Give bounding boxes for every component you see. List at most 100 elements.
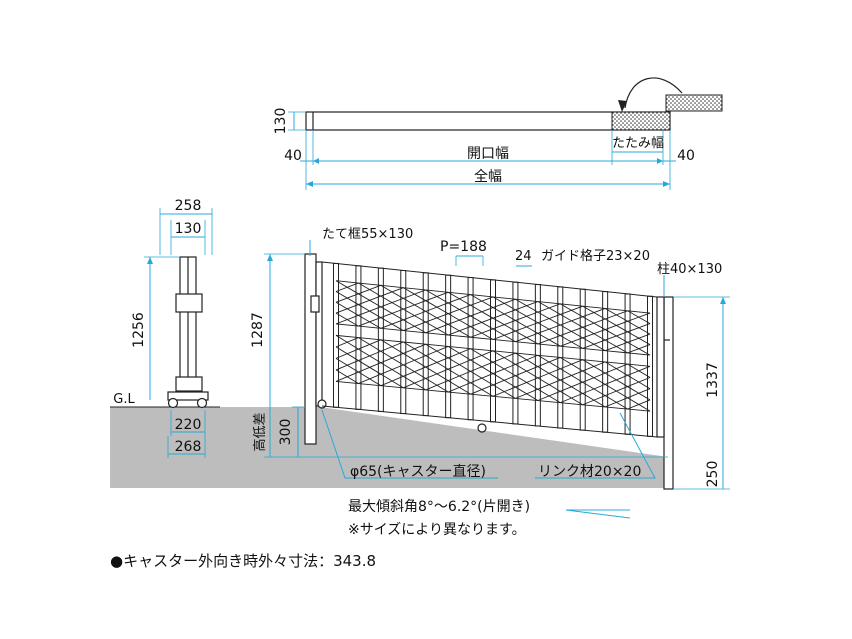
lattice-link bbox=[335, 348, 359, 359]
ground-area bbox=[110, 407, 668, 488]
lattice-link bbox=[380, 339, 404, 343]
lattice-link bbox=[537, 354, 561, 358]
lattice-link bbox=[425, 291, 449, 302]
lattice-link bbox=[492, 373, 516, 388]
front-view: 1287 300 高低差 1337 250 たて框55×130 P=188 24… bbox=[250, 227, 730, 538]
lattice-link bbox=[582, 337, 606, 352]
lattice-link bbox=[470, 336, 494, 340]
lattice-link bbox=[335, 358, 359, 373]
front-ground-offset-label: 250 bbox=[705, 461, 721, 488]
front-pitch-label: P=188 bbox=[440, 239, 487, 255]
lattice-link bbox=[403, 287, 426, 291]
lattice-link bbox=[515, 354, 539, 365]
lattice-link bbox=[358, 282, 381, 286]
lattice-link bbox=[403, 319, 426, 334]
side-gl-label: G.L bbox=[113, 392, 135, 407]
lattice-link bbox=[492, 296, 516, 300]
front-left-latch bbox=[310, 295, 320, 313]
lattice-link bbox=[604, 320, 628, 330]
lattice-link bbox=[560, 345, 583, 349]
lattice-link bbox=[358, 295, 382, 305]
lattice-link bbox=[605, 406, 628, 410]
lattice-link bbox=[537, 377, 561, 392]
lattice-link bbox=[335, 334, 359, 339]
lattice-link bbox=[492, 352, 516, 363]
lattice-link bbox=[627, 397, 651, 412]
lattice-link bbox=[403, 341, 426, 345]
lattice-link bbox=[425, 389, 449, 393]
lattice-link bbox=[582, 305, 606, 309]
lattice-link bbox=[492, 309, 516, 319]
lattice-link bbox=[492, 298, 516, 308]
side-bracket-upper bbox=[175, 293, 203, 313]
lattice-link bbox=[448, 345, 471, 350]
lattice-link bbox=[403, 330, 426, 334]
lattice-link bbox=[604, 384, 628, 399]
side-base bbox=[167, 391, 209, 401]
front-slope-angle bbox=[565, 509, 631, 519]
plan-opening-width-label: 開口幅 bbox=[467, 146, 509, 162]
lattice-link bbox=[537, 343, 561, 347]
lattice-link bbox=[447, 380, 471, 395]
lattice-link bbox=[380, 373, 404, 389]
lattice-link bbox=[515, 330, 539, 345]
front-link-leader bbox=[535, 412, 656, 479]
lattice-link bbox=[470, 307, 494, 317]
lattice-link bbox=[627, 386, 651, 401]
lattice-link bbox=[425, 378, 449, 393]
lattice-link bbox=[537, 303, 561, 313]
lattice-link bbox=[560, 402, 583, 406]
lattice-link bbox=[335, 282, 359, 292]
lattice-link bbox=[470, 294, 494, 298]
lattice-link bbox=[380, 287, 404, 297]
lattice-link bbox=[470, 296, 494, 306]
lattice-link bbox=[627, 310, 651, 314]
lattice-link bbox=[537, 368, 561, 379]
lattice-link bbox=[627, 331, 651, 345]
side-height-label: 1256 bbox=[131, 312, 147, 348]
lattice-link bbox=[604, 339, 628, 354]
lattice-link bbox=[604, 395, 628, 410]
lattice-link bbox=[447, 304, 471, 315]
lattice-link bbox=[560, 379, 583, 394]
front-guide-gap-label: 24 bbox=[515, 249, 532, 264]
front-size-note: ※サイズにより異なります。 bbox=[348, 522, 526, 538]
front-height-right-arrow bbox=[720, 297, 726, 304]
front-height-right-label: 1337 bbox=[705, 362, 721, 398]
lattice-link bbox=[537, 388, 561, 404]
lattice-link bbox=[560, 390, 583, 406]
lattice-link bbox=[627, 408, 651, 412]
lattice-link bbox=[448, 334, 471, 338]
lattice-bottom-rail bbox=[321, 405, 658, 438]
lattice-link bbox=[515, 352, 538, 356]
lattice-link bbox=[537, 357, 561, 367]
plan-left-post-label: 40 bbox=[284, 148, 302, 164]
lattice-link bbox=[470, 348, 494, 352]
side-bottom-inner-label: 220 bbox=[175, 417, 202, 433]
lattice-link bbox=[380, 341, 404, 352]
lattice-link bbox=[403, 355, 426, 366]
lattice-link bbox=[627, 363, 651, 367]
lattice-link bbox=[582, 361, 606, 372]
lattice-link bbox=[560, 359, 583, 370]
lattice-link bbox=[448, 291, 471, 296]
lattice-link bbox=[537, 313, 561, 324]
lattice-link bbox=[403, 364, 426, 379]
plan-total-arrow-left bbox=[306, 181, 313, 187]
front-link-label: リンク材20×20 bbox=[538, 464, 641, 480]
side-bottom-outer-label: 268 bbox=[175, 439, 202, 455]
lattice-link bbox=[358, 360, 382, 375]
lattice-link bbox=[515, 311, 539, 321]
plan-folded-section bbox=[611, 111, 671, 131]
lattice-link bbox=[560, 305, 583, 315]
lattice-link bbox=[492, 328, 516, 343]
lattice-link bbox=[335, 380, 359, 384]
lattice-link bbox=[515, 341, 538, 345]
lattice-top-rail bbox=[321, 261, 658, 298]
lattice-link bbox=[492, 384, 516, 399]
lattice-link bbox=[403, 375, 426, 391]
lattice-link bbox=[447, 359, 471, 370]
lattice-link bbox=[470, 382, 494, 397]
lattice-link bbox=[425, 302, 449, 312]
lattice-link bbox=[604, 363, 628, 374]
